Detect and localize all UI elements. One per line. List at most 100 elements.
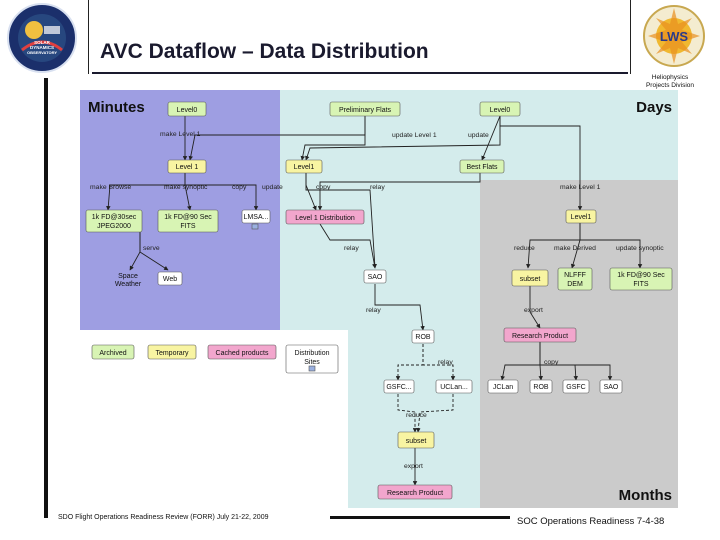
footer-right-text: SOC Operations Readiness 7-4-38 [517, 516, 665, 527]
edge-l1dist-sao [319, 223, 377, 269]
sdo-observatory-logo: SOLAR DYNAMICS OBSERVATORY [4, 0, 84, 76]
edges [106, 115, 643, 486]
dataflow-diagram: Minutes Days Months make Level [80, 90, 678, 508]
svg-text:UCLan...: UCLan... [440, 384, 468, 391]
edge-l1days-sao [305, 170, 377, 269]
zone-label-minutes: Minutes [88, 99, 145, 116]
node-research-product-months: Research Product [503, 327, 577, 343]
node-level1-minutes: Level 1 [167, 159, 207, 174]
edge-gsfc-subset [397, 394, 418, 433]
edge-label-make-level1-b: make Level 1 [560, 184, 601, 191]
legend-cached-products: Cached products [207, 344, 277, 360]
edge-label-make-derived: make Derived [554, 245, 596, 252]
svg-text:Research Product: Research Product [512, 333, 568, 340]
edge-label-make-synoptic: make synoptic [164, 184, 208, 191]
org-label-line2: Projects Division [645, 82, 695, 89]
zone-months-bg [480, 180, 678, 508]
svg-text:SAO: SAO [368, 274, 383, 281]
node-rob-top: ROB [411, 329, 435, 344]
edge-label-serve: serve [143, 245, 160, 252]
edge-label-relay: relay [370, 184, 385, 191]
svg-text:DEM: DEM [567, 281, 583, 288]
node-sao-bottom: SAO [599, 379, 623, 394]
svg-text:Level 1: Level 1 [176, 164, 199, 171]
edge-rob-uclan [422, 344, 456, 381]
edge-fd30-web [139, 232, 169, 271]
node-fd90-fits-months: 1k FD@90 Sec FITS [609, 267, 673, 291]
distribution-site-icon [308, 365, 316, 372]
node-fd90-fits: 1k FD@90 Sec FITS [157, 209, 219, 233]
lws-logo: LWS [634, 0, 714, 76]
edge-label-copy-b: copy [316, 184, 331, 191]
edge-label-relay-d: relay [438, 359, 453, 366]
node-level1-days: Level1 [285, 159, 323, 174]
node-sao-top: SAO [363, 269, 387, 284]
org-label: Heliophysics Projects Division [630, 74, 710, 90]
svg-text:Distribution: Distribution [294, 350, 329, 357]
node-gsfc-bottom: GSFC [562, 379, 590, 394]
svg-text:DYNAMICS: DYNAMICS [30, 45, 54, 50]
svg-text:subset: subset [520, 276, 541, 283]
svg-text:Space: Space [118, 273, 138, 280]
edge-label-reduce-b: reduce [406, 412, 427, 419]
node-fd30-jpeg2000: 1k FD@30sec JPEG2000 [85, 209, 143, 233]
edge-label-update-level1: update Level 1 [392, 132, 437, 139]
edge-label-export: export [524, 307, 543, 314]
svg-text:Weather: Weather [115, 281, 142, 288]
node-research-product-bottom: Research Product [377, 484, 453, 500]
svg-text:FITS: FITS [180, 223, 195, 230]
legend-archived: Archived [91, 344, 135, 360]
svg-text:FITS: FITS [633, 281, 648, 288]
org-label-line1: Heliophysics [651, 74, 689, 81]
svg-text:GSFC: GSFC [566, 384, 585, 391]
svg-text:Web: Web [163, 276, 177, 283]
node-gsfc-mid: GSFC... [383, 379, 415, 394]
svg-text:LWS: LWS [660, 29, 688, 44]
edge-label-relay-b: relay [344, 245, 359, 252]
edge-l1m-fd90b [579, 222, 643, 269]
edge-subset-research [529, 286, 541, 329]
svg-text:Preliminary Flats: Preliminary Flats [339, 107, 392, 114]
node-preliminary-flats: Preliminary Flats [329, 101, 401, 117]
edge-label-copy-c: copy [544, 359, 559, 366]
svg-text:Temporary: Temporary [155, 350, 189, 357]
footer-left-text: SDO Flight Operations Readiness Review (… [58, 514, 269, 521]
legend-distribution-sites: Distribution Sites [285, 344, 339, 374]
edge-label-export-b: export [404, 463, 423, 470]
svg-text:SOLAR: SOLAR [34, 40, 51, 45]
svg-text:GSFC...: GSFC... [386, 384, 411, 391]
svg-text:JPEG2000: JPEG2000 [97, 223, 131, 230]
svg-text:Level0: Level0 [490, 107, 511, 114]
node-rob-bottom: ROB [529, 379, 553, 394]
edge-bestflats-l1dist [317, 170, 481, 211]
svg-text:ROB: ROB [415, 334, 431, 341]
edge-label-reduce: reduce [514, 245, 535, 252]
edge-uclan-subset [416, 394, 454, 433]
svg-text:Cached products: Cached products [216, 350, 269, 357]
node-lmsal: LMSA... [241, 209, 271, 230]
edge-label-copy: copy [232, 184, 247, 191]
left-accent-bar [44, 78, 48, 518]
svg-text:ROB: ROB [533, 384, 549, 391]
title-rule [92, 72, 628, 74]
node-best-flats: Best Flats [459, 159, 505, 174]
node-subset-months: subset [511, 269, 549, 287]
zone-label-months: Months [619, 487, 672, 504]
svg-text:Sites: Sites [304, 359, 320, 366]
edge-sao-rob [374, 284, 425, 331]
svg-text:1k FD@30sec: 1k FD@30sec [92, 214, 137, 221]
edge-flats-l1days [300, 116, 366, 161]
svg-text:1k FD@90 Sec: 1k FD@90 Sec [617, 272, 665, 279]
node-level0-minutes: Level0 [167, 101, 207, 117]
edge-l1-lmsal [184, 170, 259, 211]
svg-text:Level1: Level1 [571, 214, 592, 221]
edge-research-sao [539, 342, 613, 381]
svg-text:Research Product: Research Product [387, 490, 443, 497]
svg-text:JCLan: JCLan [493, 384, 513, 391]
node-uclan-mid: UCLan... [435, 379, 473, 394]
edge-label-make-browse: make Browse [90, 184, 131, 191]
edge-label-update-synoptic: update synoptic [616, 245, 664, 252]
svg-text:1k FD@90 Sec: 1k FD@90 Sec [164, 214, 212, 221]
svg-text:NLFFF: NLFFF [564, 272, 586, 279]
legend-temporary: Temporary [147, 344, 197, 360]
